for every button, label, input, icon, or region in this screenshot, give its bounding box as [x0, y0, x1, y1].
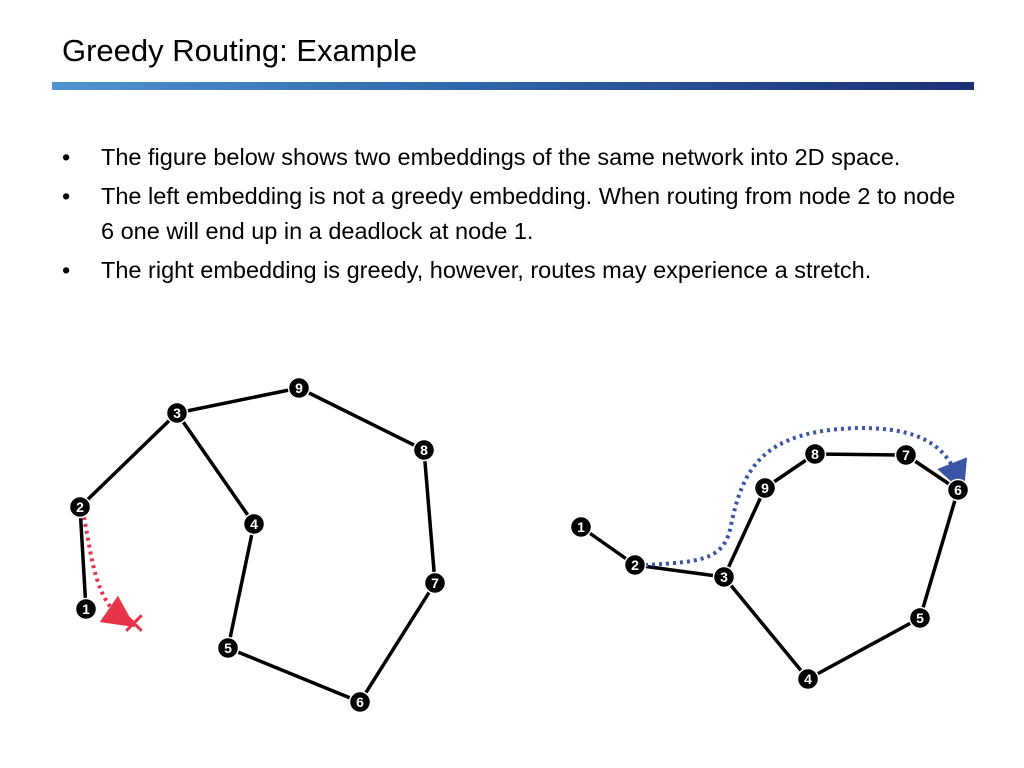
node-label: 1 [577, 519, 585, 535]
graph-node: 7 [423, 571, 447, 595]
node-label: 5 [224, 640, 232, 656]
node-label: 8 [811, 446, 819, 462]
graph-edge [226, 646, 362, 704]
graph-node: 3 [165, 401, 189, 425]
bullet-item: • The figure below shows two embeddings … [62, 140, 962, 175]
node-label: 4 [804, 671, 812, 687]
node-label: 9 [295, 380, 303, 396]
graph-edge [806, 616, 922, 681]
greedy-route-path [644, 425, 968, 567]
graph-node: 7 [894, 443, 918, 467]
bullet-dot: • [62, 257, 71, 283]
graph-edge [722, 486, 767, 579]
graph-node: 5 [908, 606, 932, 630]
node-label: 7 [902, 447, 910, 463]
graph-edge [297, 386, 426, 452]
graph-node: 9 [287, 376, 311, 400]
deadlock-x-icon: ✕ [121, 607, 146, 642]
graph-node: 6 [348, 690, 372, 714]
node-label: 8 [420, 442, 428, 458]
graph-edge [722, 575, 810, 681]
node-label: 6 [954, 482, 962, 498]
graph-edge [78, 505, 88, 611]
graph-node: 9 [753, 476, 777, 500]
graph-node: 2 [68, 495, 92, 519]
graph-node: 1 [74, 597, 98, 621]
node-label: 9 [761, 480, 769, 496]
graph-edge [813, 452, 908, 457]
graph-edge [175, 386, 301, 415]
node-label: 7 [431, 575, 439, 591]
graph-node: 3 [712, 565, 736, 589]
bullet-list: • The figure below shows two embeddings … [62, 140, 962, 292]
node-label: 6 [356, 694, 364, 710]
failed-route-path [82, 516, 136, 628]
bullet-dot: • [62, 183, 71, 209]
bullet-item: • The left embedding is not a greedy emb… [62, 179, 962, 249]
graph-edge [633, 563, 726, 579]
bullet-text: The figure below shows two embeddings of… [101, 144, 901, 170]
node-label: 1 [82, 601, 90, 617]
graph-node: 5 [216, 636, 240, 660]
graph-node: 6 [946, 478, 970, 502]
graph-node: 4 [242, 512, 266, 536]
graph-node: 8 [412, 438, 436, 462]
bullet-text: The left embedding is not a greedy embed… [101, 183, 956, 244]
embeddings-figure: 1 2 3 4 5 6 7 8 9 ✕ 1 2 3 4 5 6 7 8 9 [68, 376, 970, 714]
graph-node: 1 [569, 515, 593, 539]
bullet-dot: • [62, 144, 71, 170]
graph-edge [175, 411, 256, 526]
node-label: 2 [76, 499, 84, 515]
node-label: 3 [173, 405, 181, 421]
graph-edge [422, 448, 437, 585]
node-label: 5 [916, 610, 924, 626]
node-label: 4 [250, 516, 258, 532]
graph-edge [358, 581, 437, 704]
right-embedding-graph: 1 2 3 4 5 6 7 8 9 [569, 425, 970, 691]
bullet-item: • The right embedding is greedy, however… [62, 253, 962, 288]
bullet-text: The right embedding is greedy, however, … [101, 257, 872, 283]
title-underline-bar [52, 82, 974, 90]
graph-edge [918, 488, 960, 620]
left-embedding-graph: 1 2 3 4 5 6 7 8 9 ✕ [68, 376, 447, 714]
graph-node: 8 [803, 442, 827, 466]
graph-node: 2 [623, 553, 647, 577]
graph-edge [78, 411, 179, 509]
node-label: 2 [631, 557, 639, 573]
slide-title: Greedy Routing: Example [62, 33, 417, 68]
graph-edge [226, 522, 256, 650]
graph-node: 4 [796, 667, 820, 691]
node-label: 3 [720, 569, 728, 585]
